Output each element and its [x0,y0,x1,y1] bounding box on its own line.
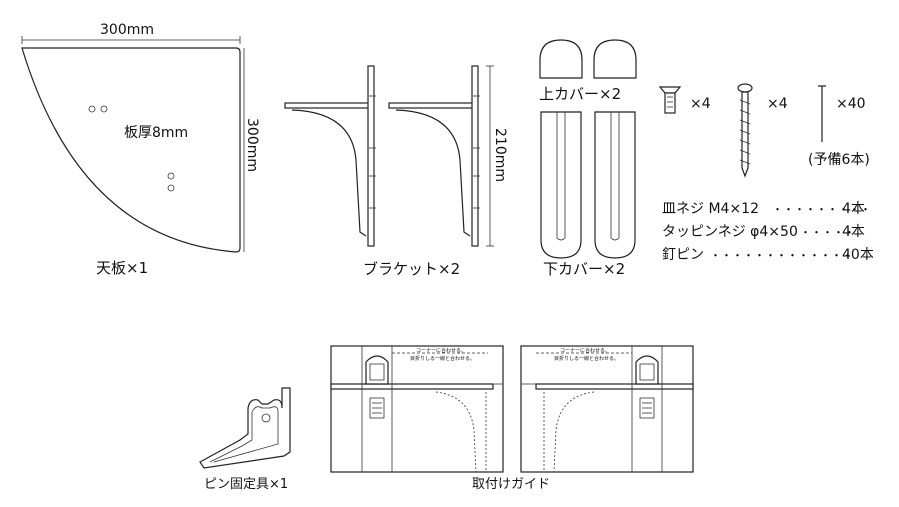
pin-fixing-tool: ピン固定具×1 [199,387,291,492]
board-outline [21,47,241,253]
installation-guide-left: コーナーに合わせる。 目折りしる一線と合わせる。 [330,345,504,473]
screw-hole [100,105,108,113]
board-width-label: 300mm [100,22,154,38]
screw-hole [167,184,175,192]
parts-list-leader: ・・・・・ [800,226,855,239]
parts-list-qty: 4本 [842,201,865,217]
pin-tool-outline [199,387,291,469]
installation-guide-right: コーナーに合わせる。 目折りしる一線と合わせる。 [520,345,694,473]
upper-cover [593,39,637,79]
flat-screw-count: ×4 [690,96,711,112]
parts-list-name: 釘ピン [662,246,704,263]
nail-pin-spare-note: (予備6本) [808,152,870,168]
guide-note-1: コーナーに合わせる。 [560,347,610,354]
parts-list-name: 皿ネジ M4×12 [662,201,759,217]
board-height-label: 300mm [244,118,260,172]
shelf-board [535,383,694,390]
tapping-screw-icon [737,83,753,178]
guide-frame [330,345,504,473]
parts-list-leader: ・・・・・・・・・ [772,203,871,216]
upper-cover [539,39,583,79]
fasteners: ×4 ×4 ×40 (予備6本) [658,83,870,178]
guide-note-2: 目折りしる一線と合わせる。 [554,355,619,362]
parts-list-name: タッピンネジ φ4×50 [662,224,798,240]
guide-note-1: コーナーに合わせる。 [416,347,466,354]
lower-covers: 下カバー×2 [540,111,636,278]
parts-list: 皿ネジ M4×12 ・・・・・・・・・ 4本 タッピンネジ φ4×50 ・・・・… [662,201,874,263]
guide-note-2: 目折りしる一線と合わせる。 [410,355,475,362]
screw-hole [167,172,175,180]
corner-board: 300mm 板厚8mm 300mm 天板×1 [21,22,260,277]
parts-list-qty: 40本 [842,247,874,263]
flat-head-screw-icon [658,86,682,114]
shelf-board [330,383,494,390]
bracket-right: 210mm [388,65,508,247]
board-caption: 天板×1 [96,259,148,277]
upper-cover-caption: 上カバー×2 [539,85,621,103]
tapping-screw-count: ×4 [767,96,788,112]
parts-list-leader: ・・・・・・・・・・・・・ [710,249,853,262]
screw-hole [88,105,96,113]
nail-pin-icon [818,85,826,142]
guide-frame [520,345,694,473]
lower-cover [594,111,636,259]
lower-cover-caption: 下カバー×2 [543,260,625,278]
pin-tool-caption: ピン固定具×1 [204,477,288,492]
parts-list-qty: 4本 [842,224,865,240]
installation-guide-caption: 取付けガイド [472,477,550,492]
bracket-caption: ブラケット×2 [363,260,460,278]
bracket-height-label: 210mm [492,128,508,182]
upper-covers: 上カバー×2 [539,39,637,103]
board-thickness-label: 板厚8mm [124,125,188,141]
bracket-left [284,65,376,247]
lower-cover [540,111,582,259]
nail-pin-count: ×40 [836,96,866,112]
